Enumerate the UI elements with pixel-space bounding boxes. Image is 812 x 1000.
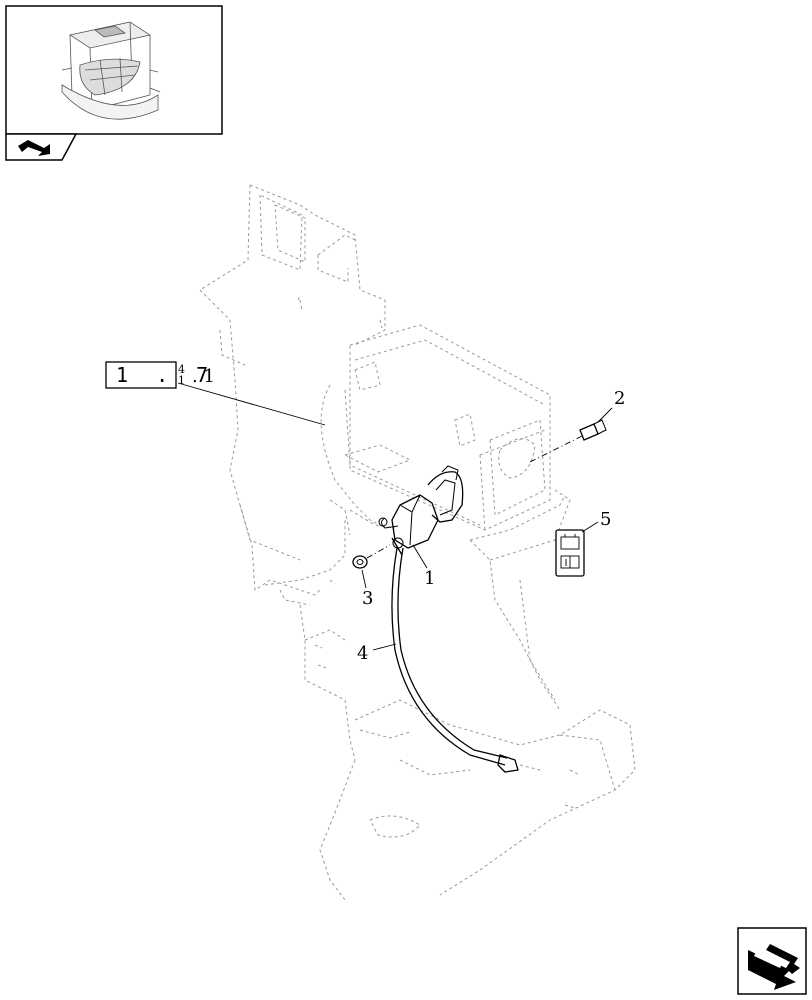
thumbnail-panel[interactable] <box>5 5 223 161</box>
decal <box>555 529 585 577</box>
reference-leader <box>177 382 326 426</box>
battery-cable <box>391 547 519 773</box>
machine-frame-outline <box>199 184 636 901</box>
callout-4-leader <box>372 643 397 651</box>
callout-3[interactable]: 3 <box>362 588 373 609</box>
battery-disconnect-switch <box>378 465 464 556</box>
callout-5-leader <box>581 521 599 533</box>
washer <box>352 555 368 569</box>
reference-superscript: 4 <box>178 363 185 376</box>
back-arrow-icon[interactable] <box>18 140 50 156</box>
reference-suffix: . 1 <box>192 366 215 387</box>
battery-housing <box>320 324 566 541</box>
callout-1-leader <box>412 544 428 569</box>
reference-box-text: 1 . 7 <box>116 363 216 387</box>
callout-1[interactable]: 1 <box>424 568 435 589</box>
callout-2[interactable]: 2 <box>614 388 625 409</box>
cross-reference[interactable]: 1 . 7 4 1 . 1 <box>105 361 216 389</box>
callout-3-leader <box>361 569 367 589</box>
next-page-arrow-icon[interactable] <box>737 927 807 995</box>
washer-axis <box>366 544 391 559</box>
reference-subscript: 1 <box>178 374 185 387</box>
bolt <box>579 419 607 441</box>
callout-4[interactable]: 4 <box>357 643 368 664</box>
callout-2-leader <box>597 407 613 423</box>
bolt-axis <box>529 435 583 463</box>
cab-thumbnail-icon <box>61 21 161 120</box>
callout-5[interactable]: 5 <box>600 509 611 530</box>
